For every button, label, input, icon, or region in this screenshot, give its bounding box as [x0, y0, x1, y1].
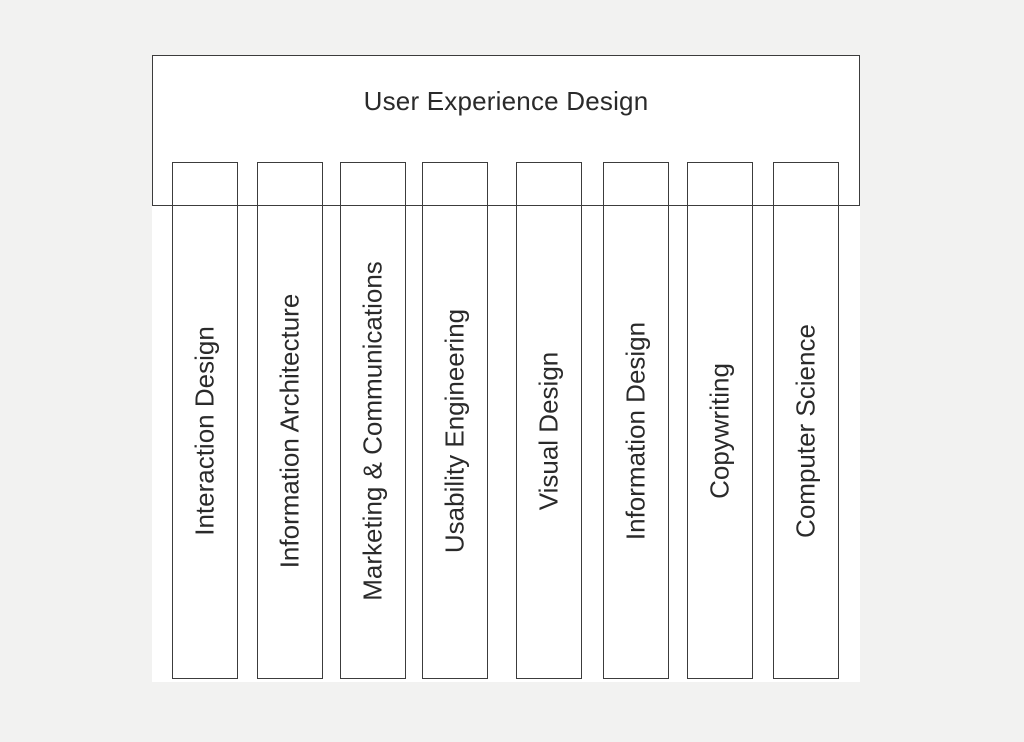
ux-umbrella-box: User Experience Design: [152, 55, 860, 206]
pillar-label: Usability Engineering: [439, 308, 470, 553]
pillar-computer-science: Computer Science: [773, 162, 839, 679]
pillar-label: Visual Design: [533, 351, 564, 511]
pillar-visual-design: Visual Design: [516, 162, 582, 679]
pillar-usability-engineering: Usability Engineering: [422, 162, 488, 679]
pillar-copywriting: Copywriting: [687, 162, 753, 679]
pillar-label: Interaction Design: [189, 326, 220, 536]
pillar-label: Computer Science: [790, 323, 821, 538]
ux-diagram: User Experience Design Interaction Desig…: [152, 55, 860, 682]
pillar-information-architecture: Information Architecture: [257, 162, 323, 679]
pillar-marketing-communications: Marketing & Communications: [340, 162, 406, 679]
pillar-label: Copywriting: [704, 362, 735, 499]
diagram-title: User Experience Design: [363, 86, 649, 116]
pillar-label: Marketing & Communications: [357, 261, 388, 601]
pillar-label: Information Architecture: [274, 293, 305, 569]
pillar-interaction-design: Interaction Design: [172, 162, 238, 679]
pillar-label: Information Design: [620, 321, 651, 540]
pillar-information-design: Information Design: [603, 162, 669, 679]
